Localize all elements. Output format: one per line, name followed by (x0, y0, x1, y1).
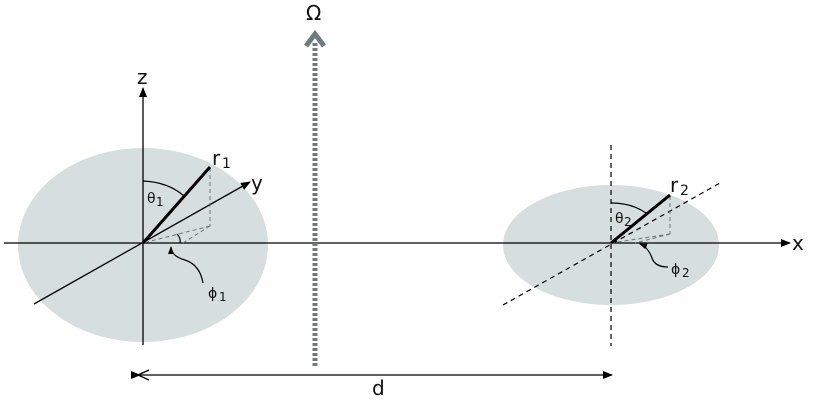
r2-projection (610, 196, 671, 244)
phi2-pointer (639, 243, 669, 268)
omega-label: Ω (306, 1, 321, 25)
phi1-label: ϕ (208, 286, 217, 302)
theta1-arc (142, 180, 185, 197)
distance-arrow-left-head (137, 369, 150, 381)
y2-axis (502, 182, 721, 306)
theta2-label: θ (615, 211, 624, 227)
theta2-arc (610, 202, 647, 214)
r1-label: r (212, 146, 221, 170)
phi2-label: ϕ (671, 262, 680, 278)
r1-projection (142, 168, 211, 244)
phi1-subscript: 1 (219, 290, 227, 304)
z-axis-label: z (137, 65, 148, 89)
omega-arrow-head (304, 29, 326, 48)
r1-vector (141, 166, 212, 244)
r2-subscript: 2 (680, 183, 689, 199)
x-axis-label: x (792, 231, 804, 255)
theta1-label: θ (147, 191, 156, 207)
phi1-arc (176, 233, 181, 244)
theta2-subscript: 2 (624, 215, 632, 229)
phi1-pointer (168, 246, 204, 284)
theta1-subscript: 1 (156, 195, 164, 209)
r2-vector (610, 193, 671, 245)
y-axis (33, 181, 251, 305)
phi2-subscript: 2 (682, 266, 690, 280)
distance-label: d (372, 376, 385, 400)
r1-subscript: 1 (222, 156, 231, 172)
y-axis-label: y (251, 171, 263, 195)
r2-label: r (670, 173, 679, 197)
